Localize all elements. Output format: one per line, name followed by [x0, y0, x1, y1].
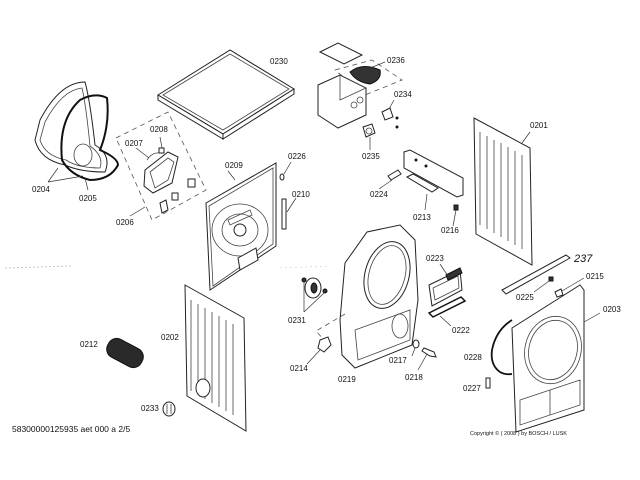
part-rear-panel[interactable]: [473, 117, 533, 266]
label-0224: 0224: [370, 190, 388, 199]
label-0204: 0204: [32, 185, 50, 194]
part-top-cover[interactable]: [157, 49, 295, 140]
label-0231: 0231: [288, 316, 306, 325]
part-top-bar[interactable]: [501, 254, 571, 295]
part-nut[interactable]: [279, 173, 285, 181]
leader-0234: [388, 99, 395, 110]
label-0230: 0230: [270, 57, 288, 66]
leader-0205: [84, 177, 89, 191]
part-pump-assembly[interactable]: [143, 147, 196, 214]
label-0216: 0218: [405, 373, 423, 382]
leader-0231b: [303, 292, 325, 313]
stray-line: [4, 265, 73, 269]
label-0201: 0201: [530, 121, 548, 130]
assembly-outline-0206: [115, 111, 207, 221]
part-front-bearing-shield[interactable]: [339, 224, 419, 369]
label-0210: 0212: [80, 340, 98, 349]
part-fluff-filter[interactable]: [428, 267, 463, 307]
document-id: 58300000125935 aet 000 a 2/5: [12, 424, 131, 434]
label-0207: 0207: [125, 139, 143, 148]
part-sensor[interactable]: [317, 336, 332, 353]
leader-0207: [135, 147, 150, 159]
part-fastener[interactable]: [453, 204, 459, 211]
part-door-frame[interactable]: [34, 81, 108, 173]
leader-0209: [227, 170, 236, 181]
part-control-module[interactable]: [317, 42, 403, 129]
label-0219: 0219: [338, 375, 356, 384]
leader-0214: [306, 349, 321, 365]
leader-0208: [159, 136, 163, 149]
part-cap[interactable]: [162, 401, 176, 417]
leader-0213: [424, 193, 428, 211]
part-drum-seal[interactable]: [490, 319, 513, 376]
label-0213: 0213: [413, 213, 431, 222]
part-spring[interactable]: [548, 276, 554, 282]
label-0212: 0210: [292, 190, 310, 199]
label-0218: 0216: [441, 226, 459, 235]
part-side-panel[interactable]: [184, 284, 247, 432]
leader-0216: [417, 353, 428, 371]
leader-0236: [369, 61, 386, 69]
part-switch[interactable]: [387, 169, 402, 181]
label-0217: 0215: [586, 272, 604, 281]
leader-0206: [129, 206, 146, 217]
leader-0217: [561, 277, 585, 292]
leader-0203: [583, 312, 601, 323]
part-filter-roll[interactable]: [104, 335, 147, 370]
leader-0223: [439, 263, 449, 277]
label-0234: 0234: [394, 90, 412, 99]
part-connector[interactable]: [381, 107, 399, 129]
sensor-guide: [315, 313, 346, 341]
label-0222: 0222: [452, 326, 470, 335]
leader-0204: [47, 167, 59, 183]
leader-0222: [439, 315, 452, 327]
leader-0212: [286, 197, 297, 213]
label-0215: 0217: [389, 356, 407, 365]
leader-0226: [283, 161, 292, 175]
part-hook[interactable]: [485, 377, 491, 389]
part-front-panel[interactable]: [511, 284, 589, 433]
label-0206: 0206: [116, 218, 134, 227]
label-0209: 0209: [225, 161, 243, 170]
part-screw[interactable]: [421, 347, 437, 358]
label-0236: 0236: [387, 56, 405, 65]
part-bracket[interactable]: [281, 198, 287, 230]
label-0228: 0228: [464, 353, 482, 362]
label-0202: 0202: [161, 333, 179, 342]
label-0208: 0208: [150, 125, 168, 134]
label-0235: 0235: [362, 152, 380, 161]
leader-0224: [378, 179, 393, 190]
label-0233: 0233: [141, 404, 159, 413]
part-relay[interactable]: [362, 123, 376, 138]
label-0227: 0227: [463, 384, 481, 393]
part-door-seal[interactable]: [60, 94, 120, 182]
label-0203: 0203: [603, 305, 621, 314]
handwritten-note: 237: [573, 253, 593, 265]
label-0225: 0225: [516, 293, 534, 302]
part-knob[interactable]: [412, 339, 420, 349]
label-0226: 0226: [288, 152, 306, 161]
leader-0204b: [47, 175, 84, 183]
stray-line-right: [279, 265, 331, 269]
leader-0201: [521, 131, 531, 144]
label-0223: 0223: [426, 254, 444, 263]
part-idler-pulley[interactable]: [301, 277, 328, 299]
part-latch[interactable]: [554, 288, 564, 298]
leader-0215: [411, 347, 416, 357]
part-control-strip[interactable]: [403, 149, 464, 198]
copyright-notice: Copyright © ( 2008 ) by BOSCH / LUSK: [470, 431, 567, 437]
label-0205: 0205: [79, 194, 97, 203]
part-gasket[interactable]: [427, 296, 467, 318]
leader-0225: [533, 280, 550, 293]
leader-0218: [452, 209, 457, 227]
part-rear-bearing-shield[interactable]: [205, 162, 277, 291]
label-0214: 0214: [290, 364, 308, 373]
